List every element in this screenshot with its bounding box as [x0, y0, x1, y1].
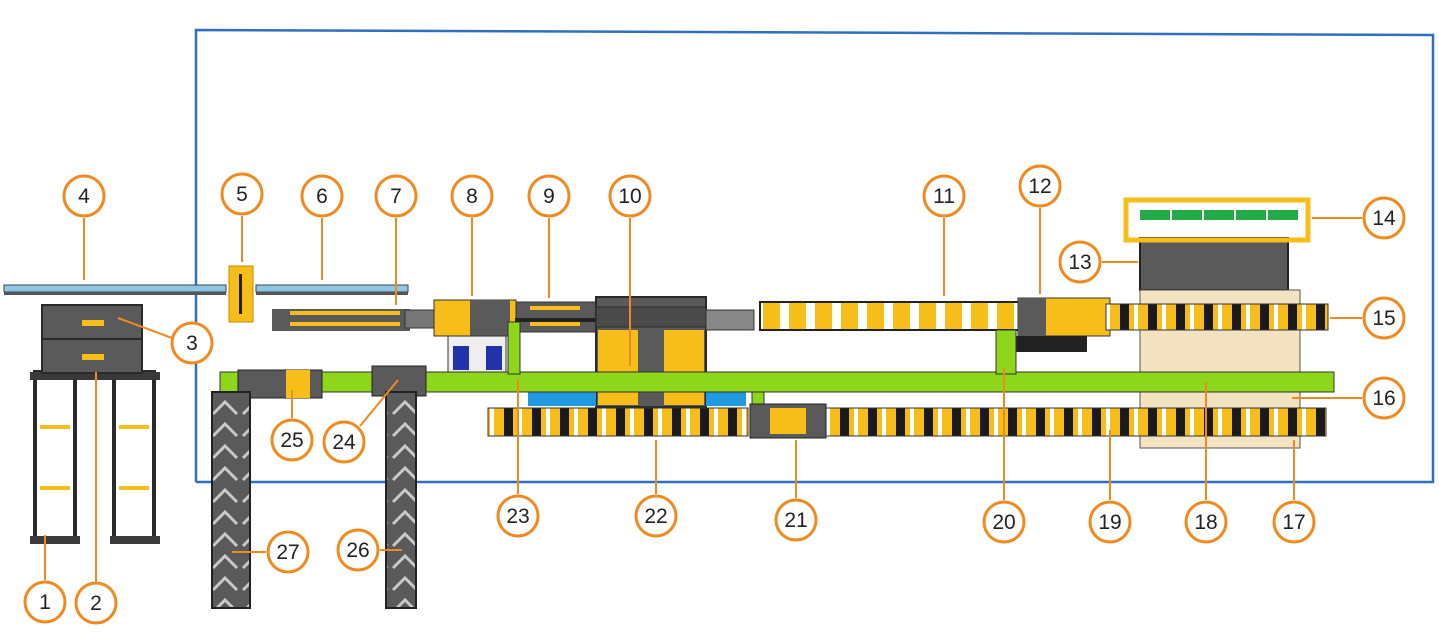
svg-text:15: 15	[1372, 307, 1395, 330]
callout-10: 10	[608, 174, 652, 218]
callout-27: 27	[266, 530, 310, 574]
callout-26: 26	[336, 528, 380, 572]
svg-text:14: 14	[1372, 207, 1396, 230]
callout-13: 13	[1058, 240, 1102, 284]
roller-line-upper-right	[1105, 303, 1329, 331]
callout-20: 20	[982, 500, 1026, 544]
inclined-belt-right	[385, 391, 417, 609]
callout-1: 1	[23, 580, 67, 624]
svg-text:24: 24	[332, 431, 356, 454]
inclined-belt-left	[211, 391, 251, 609]
stacked-bundle-boxes	[41, 304, 143, 374]
svg-text:3: 3	[186, 332, 198, 355]
svg-text:2: 2	[90, 592, 102, 615]
svg-text:8: 8	[466, 185, 478, 208]
callout-4: 4	[62, 174, 106, 218]
transfer-machine	[1015, 297, 1111, 352]
callout-25: 25	[270, 418, 314, 462]
svg-text:27: 27	[276, 541, 299, 564]
svg-text:5: 5	[236, 183, 248, 206]
callout-11: 11	[922, 174, 966, 218]
svg-text:10: 10	[618, 185, 641, 208]
rail-transfer-gate	[228, 265, 254, 323]
plant-boundary-frame	[194, 28, 1435, 484]
overhead-rail-right	[255, 284, 409, 295]
svg-text:25: 25	[280, 429, 303, 452]
callout-23: 23	[496, 494, 540, 538]
svg-text:21: 21	[784, 509, 807, 532]
svg-text:4: 4	[78, 185, 90, 208]
overhead-rail-left	[3, 284, 227, 295]
callout-2: 2	[74, 581, 118, 625]
tilt-station	[237, 369, 323, 399]
callout-14: 14	[1362, 196, 1406, 240]
svg-text:22: 22	[644, 505, 667, 528]
bottom-transfer-car	[749, 403, 827, 439]
roller-line-lower	[825, 407, 1327, 437]
cutting-unit	[515, 301, 597, 333]
callout-8: 8	[450, 174, 494, 218]
callout-6: 6	[300, 174, 344, 218]
roller-line-bottom-left	[487, 407, 749, 437]
svg-text:13: 13	[1068, 251, 1091, 274]
svg-text:7: 7	[390, 185, 402, 208]
svg-text:6: 6	[316, 185, 328, 208]
callout-3: 3	[170, 321, 214, 365]
infeed-conveyor	[272, 309, 446, 331]
svg-text:11: 11	[933, 185, 955, 208]
callout-15: 15	[1362, 296, 1406, 340]
svg-text:18: 18	[1194, 511, 1217, 534]
svg-text:16: 16	[1372, 387, 1395, 410]
upper-roller-conveyor	[759, 301, 1021, 331]
svg-text:9: 9	[543, 185, 555, 208]
forming-machine	[433, 299, 517, 375]
green-return-conveyor	[219, 321, 1335, 411]
svg-text:12: 12	[1028, 175, 1051, 198]
callout-18: 18	[1184, 500, 1228, 544]
svg-text:17: 17	[1282, 511, 1305, 534]
svg-text:26: 26	[346, 539, 369, 562]
callout-17: 17	[1272, 500, 1316, 544]
callout-16: 16	[1362, 376, 1406, 420]
callout-7: 7	[374, 174, 418, 218]
callout-19: 19	[1088, 500, 1132, 544]
callout-circles: 1 2 3 4 5 6 7 8 9 10 11 12 13 14 15 16 1…	[23, 164, 1406, 625]
callout-5: 5	[220, 172, 264, 216]
svg-text:23: 23	[506, 505, 529, 528]
callout-leaders	[44, 208, 1362, 582]
svg-text:19: 19	[1098, 511, 1121, 534]
callout-24: 24	[322, 420, 366, 464]
callout-21: 21	[774, 498, 818, 542]
svg-text:1: 1	[39, 591, 51, 614]
callout-9: 9	[527, 174, 571, 218]
callout-22: 22	[634, 494, 678, 538]
svg-text:20: 20	[992, 511, 1015, 534]
callout-12: 12	[1018, 164, 1062, 208]
